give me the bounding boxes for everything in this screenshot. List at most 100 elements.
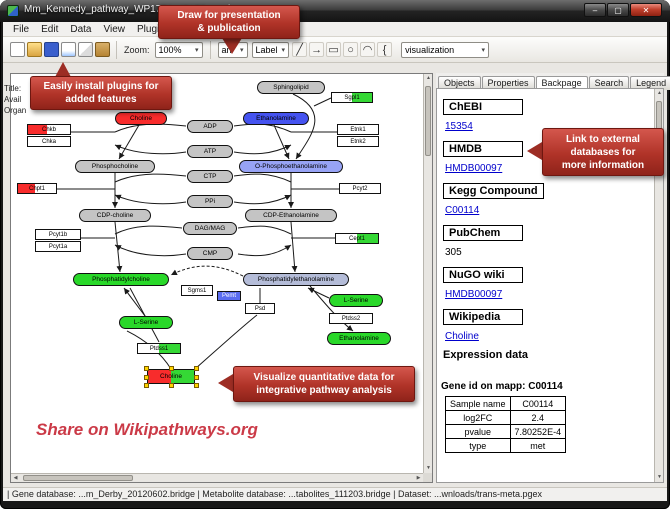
- node-choline[interactable]: Choline: [115, 112, 167, 125]
- node-ptdss1[interactable]: Ptdss1: [137, 343, 181, 354]
- node-l-serine[interactable]: L-Serine: [329, 294, 383, 307]
- scrollbar-thumb[interactable]: [425, 86, 431, 156]
- node-choline[interactable]: Choline: [144, 366, 199, 388]
- node-psd[interactable]: Psd: [245, 303, 275, 314]
- scroll-up-icon[interactable]: ▲: [426, 75, 431, 81]
- menu-item-view[interactable]: View: [103, 24, 125, 35]
- file-icon-group: [9, 42, 111, 57]
- node-phosphocholine[interactable]: Phosphocholine: [75, 160, 155, 173]
- arrow-tool-icon[interactable]: →: [309, 42, 325, 57]
- node-pcyt1a[interactable]: Pcyt1a: [35, 241, 81, 252]
- menu-item-plugins[interactable]: Plugins: [136, 24, 170, 35]
- scroll-up-icon[interactable]: ▲: [657, 90, 662, 96]
- node-pcyt1b[interactable]: Pcyt1b: [35, 229, 81, 240]
- node-cmp[interactable]: CMP: [187, 247, 233, 260]
- node-etnk1[interactable]: Etnk1: [337, 124, 379, 135]
- open-file-icon[interactable]: [27, 42, 42, 57]
- tab-objects[interactable]: Objects: [438, 76, 481, 90]
- node-cdp-choline[interactable]: CDP-choline: [79, 209, 151, 222]
- node-sgpl1[interactable]: Sgpl1: [331, 92, 373, 103]
- pathway-edge: [114, 144, 187, 155]
- tab-legend[interactable]: Legend: [630, 76, 670, 90]
- node-pemt[interactable]: Pemt: [217, 291, 241, 301]
- node-ppi[interactable]: PPi: [187, 195, 233, 208]
- oval-tool-icon[interactable]: ○: [343, 42, 359, 57]
- node-cdp-ethanolamine[interactable]: CDP-Ethanolamine: [245, 209, 337, 222]
- node-sphingolipid[interactable]: Sphingolipid: [257, 81, 325, 94]
- node-phosphatidylethanolamine[interactable]: Phosphatidylethanolamine: [243, 273, 349, 286]
- selection-handle-icon[interactable]: [169, 366, 174, 371]
- scroll-left-icon[interactable]: ◀: [13, 475, 18, 481]
- titlebar[interactable]: Mm_Kennedy_pathway_WP1771_45176.gpml – ▢…: [0, 0, 670, 22]
- close-button[interactable]: ✕: [630, 3, 662, 17]
- export-icon[interactable]: [61, 42, 76, 57]
- minimize-button[interactable]: –: [584, 3, 606, 17]
- backpage-link[interactable]: Choline: [445, 331, 479, 342]
- node-phosphatidylcholine[interactable]: Phosphatidylcholine: [73, 273, 169, 286]
- pathway-edge: [233, 194, 292, 205]
- node-chpt1[interactable]: Chpt1: [17, 183, 57, 194]
- backpage-link[interactable]: 15354: [445, 121, 473, 132]
- backpage-link[interactable]: C00114: [445, 205, 480, 216]
- node-dag-mag[interactable]: DAG/MAG: [183, 222, 237, 235]
- copy-icon[interactable]: [78, 42, 93, 57]
- expression-data-heading: Expression data: [443, 349, 528, 361]
- new-file-icon[interactable]: [10, 42, 25, 57]
- pathway-edge: [114, 173, 187, 183]
- node-chkb[interactable]: Chkb: [27, 124, 71, 135]
- arc-tool-icon[interactable]: ◠: [360, 42, 376, 57]
- pathway-info-title-label: Title:: [4, 84, 22, 93]
- visualization-select[interactable]: visualization ▾: [401, 41, 490, 58]
- node-ctp[interactable]: CTP: [187, 170, 233, 183]
- scroll-down-icon[interactable]: ▼: [657, 474, 662, 480]
- scroll-right-icon[interactable]: ▶: [416, 475, 421, 481]
- paste-icon[interactable]: [95, 42, 110, 57]
- node-o-phosphoethanolamine[interactable]: O-Phosphoethanolamine: [239, 160, 343, 173]
- canvas-vertical-scrollbar[interactable]: ▲ ▼: [423, 74, 432, 473]
- zoom-select[interactable]: 100% ▾: [154, 41, 203, 58]
- node-adp[interactable]: ADP: [187, 120, 233, 133]
- selection-handle-icon[interactable]: [169, 383, 174, 388]
- menu-item-file[interactable]: File: [13, 24, 30, 35]
- selection-handle-icon[interactable]: [144, 383, 149, 388]
- tab-properties[interactable]: Properties: [481, 76, 535, 90]
- node-ptdss2[interactable]: Ptdss2: [329, 313, 373, 324]
- selection-handle-icon[interactable]: [194, 366, 199, 371]
- scroll-down-icon[interactable]: ▼: [426, 465, 431, 471]
- callout-line: added features: [65, 94, 137, 105]
- node-l-serine[interactable]: L-Serine: [119, 316, 173, 329]
- save-icon[interactable]: [44, 42, 59, 57]
- selection-handle-icon[interactable]: [144, 374, 149, 380]
- table-cell: met: [509, 438, 567, 453]
- label-tool-select[interactable]: Label ▾: [251, 41, 290, 58]
- node-ethanolamine[interactable]: Ethanolamine: [243, 112, 309, 125]
- tab-backpage[interactable]: Backpage: [535, 76, 588, 90]
- pathway-edge: [114, 225, 183, 235]
- node-cept1[interactable]: Cept1: [335, 233, 379, 244]
- menu-item-edit[interactable]: Edit: [41, 24, 59, 35]
- scrollbar-thumb[interactable]: [23, 475, 133, 481]
- canvas-horizontal-scrollbar[interactable]: ◀ ▶: [11, 473, 423, 482]
- node-atp[interactable]: ATP: [187, 145, 233, 158]
- backpage-link[interactable]: HMDB00097: [445, 163, 503, 174]
- node-sgms1[interactable]: Sgms1: [181, 285, 213, 296]
- selection-handle-icon[interactable]: [194, 374, 199, 380]
- selection-handle-icon[interactable]: [194, 383, 199, 388]
- maximize-button[interactable]: ▢: [607, 3, 629, 17]
- node-ethanolamine[interactable]: Ethanolamine: [327, 332, 391, 345]
- rect-tool-icon[interactable]: ▭: [326, 42, 342, 57]
- menu-item-data[interactable]: Data: [70, 24, 92, 35]
- node-etnk2[interactable]: Etnk2: [337, 136, 379, 147]
- tab-search[interactable]: Search: [588, 76, 630, 90]
- line-tool-icon[interactable]: ╱: [292, 42, 308, 57]
- backpage-link[interactable]: HMDB00097: [445, 289, 503, 300]
- selection-handle-icon[interactable]: [144, 366, 149, 371]
- node-chka[interactable]: Chka: [27, 136, 71, 147]
- node-pcyt2[interactable]: Pcyt2: [339, 183, 381, 194]
- brace-tool-icon[interactable]: {: [377, 42, 393, 57]
